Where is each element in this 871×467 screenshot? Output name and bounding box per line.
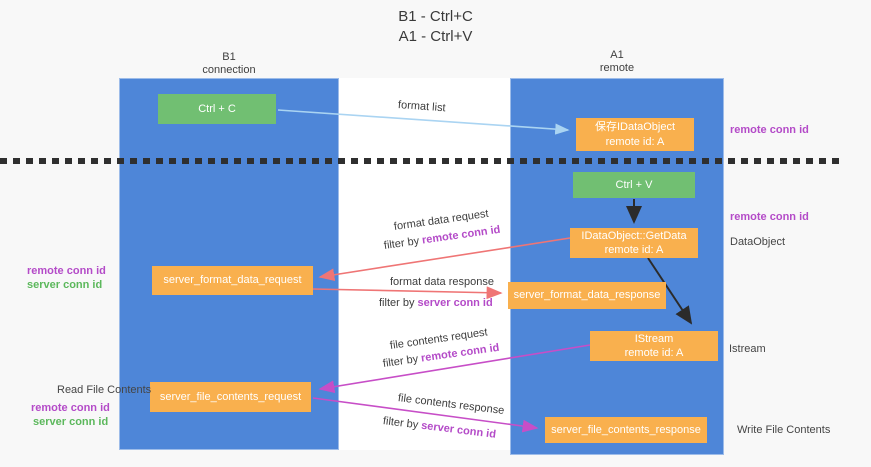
- right-column-name: A1: [610, 49, 624, 61]
- save-idataobject-box: 保存IDataObject remote id: A: [576, 118, 694, 151]
- getdata-line2: remote id: A: [604, 244, 664, 256]
- server-file-contents-request-label: server_file_contents_request: [159, 390, 302, 403]
- save-idataobject-line2: remote id: A: [605, 135, 665, 148]
- corridor-background: [339, 78, 510, 450]
- format-data-response-label: format data response: [390, 276, 494, 288]
- write-file-contents-annotation: Write File Contents: [737, 424, 831, 436]
- title-line-1: B1 - Ctrl+C: [398, 8, 473, 25]
- left-server-conn-id-bottom: server conn id: [33, 416, 109, 428]
- left-column-header: B1 connection: [169, 51, 289, 77]
- server-file-contents-response-label: server_file_contents_response: [551, 423, 701, 436]
- right-remote-conn-id-mid: remote conn id: [730, 211, 809, 223]
- idataobject-getdata-box: IDataObject::GetData remote id: A: [570, 228, 698, 258]
- title-line-2: A1 - Ctrl+V: [398, 28, 473, 46]
- left-server-conn-id-mid: server conn id: [27, 279, 103, 291]
- phase-divider-dashed-line: [0, 158, 840, 164]
- left-remote-conn-id-mid: remote conn id: [27, 265, 106, 277]
- istream-line2: remote id: A: [624, 347, 684, 359]
- server-file-contents-request-box: server_file_contents_request: [150, 382, 311, 412]
- left-column-name: B1: [222, 51, 236, 63]
- right-column-subtitle: remote: [599, 62, 635, 75]
- server-format-data-request-box: server_format_data_request: [152, 266, 313, 295]
- server-format-data-request-label: server_format_data_request: [163, 274, 302, 287]
- dataobject-annotation: DataObject: [730, 236, 786, 248]
- diagram-title: B1 - Ctrl+C A1 - Ctrl+V: [0, 7, 871, 48]
- ctrl-v-label: Ctrl + V: [615, 178, 653, 191]
- istream-annotation: Istream: [729, 343, 766, 355]
- ctrl-c-box: Ctrl + C: [158, 94, 276, 124]
- read-file-contents-annotation: Read File Contents: [57, 384, 152, 396]
- istream-line1: IStream: [634, 332, 674, 345]
- filter-key: server conn id: [417, 297, 493, 309]
- left-column-subtitle: connection: [202, 64, 256, 77]
- getdata-line1: IDataObject::GetData: [581, 229, 687, 242]
- server-file-contents-response-box: server_file_contents_response: [545, 417, 707, 443]
- server-format-data-response-label: server_format_data_response: [513, 289, 661, 302]
- istream-box: IStream remote id: A: [590, 331, 718, 361]
- save-idataobject-line1: 保存IDataObject: [594, 121, 676, 134]
- right-remote-conn-id-top: remote conn id: [730, 124, 809, 136]
- right-column-header: A1 remote: [557, 49, 677, 75]
- server-format-data-response-box: server_format_data_response: [508, 282, 666, 309]
- ctrl-c-label: Ctrl + C: [198, 102, 236, 115]
- left-remote-conn-id-bottom: remote conn id: [31, 402, 110, 414]
- ctrl-v-box: Ctrl + V: [573, 172, 695, 198]
- filter-prefix: filter by: [379, 297, 418, 309]
- format-data-response-filter: filter by server conn id: [379, 297, 493, 309]
